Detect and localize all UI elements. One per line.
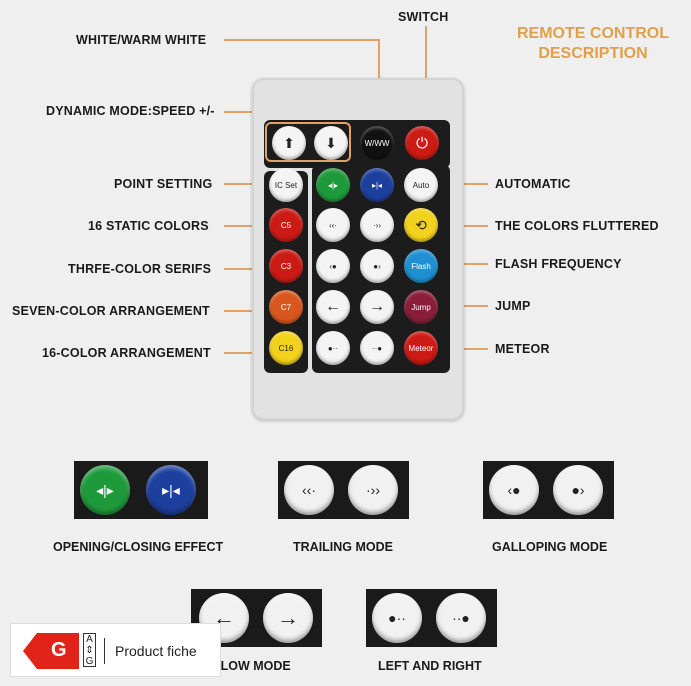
label-point-setting: POINT SETTING [114, 177, 213, 191]
energy-grade: G [51, 639, 67, 661]
left-right-left-button[interactable]: ●·· [316, 331, 350, 365]
left-right-panel: ●·· ··● [366, 589, 497, 647]
remote-control: ⬆ ⬇ W/WW ⏻ IC Set ◂|▸ ▸|◂ Auto C5 ‹‹· ·›… [252, 78, 464, 420]
white-warm-button[interactable]: W/WW [360, 126, 394, 160]
label-jump: JUMP [495, 299, 531, 313]
line-white-v [378, 39, 380, 115]
caption-opening-closing: OPENING/CLOSING EFFECT [53, 540, 224, 554]
opening-closing-panel: ◂|▸ ▸|◂ [74, 461, 208, 519]
left-right-left-large-button[interactable]: ●·· [372, 593, 422, 643]
energy-label-icon [23, 633, 79, 669]
meteor-button[interactable]: Meteor [404, 331, 438, 365]
label-seven-color: SEVEN-COLOR ARRANGEMENT [12, 304, 210, 318]
label-flash-frequency: FLASH FREQUENCY [495, 257, 622, 271]
left-right-right-large-button[interactable]: ··● [436, 593, 486, 643]
label-meteor: METEOR [495, 342, 550, 356]
flow-left-button[interactable]: ← [316, 290, 350, 324]
trailing-right-button[interactable]: ·›› [360, 208, 394, 242]
line-three [224, 268, 270, 270]
line-sixteen [224, 352, 270, 354]
c7-button[interactable]: C7 [269, 290, 303, 324]
line-auto [440, 183, 488, 185]
page-title: REMOTE CONTROL DESCRIPTION [508, 24, 678, 64]
line-meteor [440, 348, 488, 350]
caption-trailing: TRAILING MODE [293, 540, 393, 554]
label-static-colors: 16 STATIC COLORS [88, 219, 209, 233]
line-flash [440, 263, 488, 265]
trailing-left-button[interactable]: ‹‹· [316, 208, 350, 242]
flow-panel: ← → [191, 589, 322, 647]
caption-galloping: GALLOPING MODE [492, 540, 608, 554]
galloping-left-button[interactable]: ‹● [316, 249, 350, 283]
trailing-right-large-button[interactable]: ·›› [348, 465, 398, 515]
flow-right-large-button[interactable]: → [263, 593, 313, 643]
auto-button[interactable]: Auto [404, 168, 438, 202]
c16-button[interactable]: C16 [269, 331, 303, 365]
line-switch [425, 26, 427, 114]
label-switch: SWITCH [398, 10, 449, 24]
title-line-2: DESCRIPTION [538, 45, 648, 62]
product-fiche-label: Product fiche [115, 643, 197, 659]
label-automatic: AUTOMATIC [495, 177, 571, 191]
flow-right-button[interactable]: → [360, 290, 394, 324]
c3-button[interactable]: C3 [269, 249, 303, 283]
galloping-right-button[interactable]: ●› [360, 249, 394, 283]
jump-button[interactable]: Jump [404, 290, 438, 324]
flash-button[interactable]: Flash [404, 249, 438, 283]
galloping-right-large-button[interactable]: ●› [553, 465, 603, 515]
energy-scale-icon: A ⇕ G [83, 633, 96, 667]
left-right-right-button[interactable]: ··● [360, 331, 394, 365]
opening-button[interactable]: ◂|▸ [316, 168, 350, 202]
scale-top: A [86, 634, 93, 645]
label-dynamic-mode: DYNAMIC MODE:SPEED +/- [46, 104, 215, 118]
scale-arrows-icon: ⇕ [85, 645, 94, 656]
fluttered-button[interactable]: ⟲ [404, 208, 438, 242]
line-seven [224, 310, 270, 312]
trailing-left-large-button[interactable]: ‹‹· [284, 465, 334, 515]
product-fiche-badge[interactable]: G A ⇕ G Product fiche [10, 623, 221, 677]
power-button[interactable]: ⏻ [405, 126, 439, 160]
scale-bottom: G [85, 656, 94, 667]
caption-flow: FLOW MODE [213, 659, 291, 673]
speed-down-button[interactable]: ⬇ [314, 126, 348, 160]
opening-effect-button[interactable]: ◂|▸ [80, 465, 130, 515]
speed-up-button[interactable]: ⬆ [272, 126, 306, 160]
label-white-warm: WHITE/WARM WHITE [76, 33, 207, 47]
closing-button[interactable]: ▸|◂ [360, 168, 394, 202]
ic-set-button[interactable]: IC Set [269, 168, 303, 202]
line-jump [440, 305, 488, 307]
line-static [224, 225, 270, 227]
label-fluttered: THE COLORS FLUTTERED [495, 219, 659, 233]
line-point [224, 183, 270, 185]
closing-effect-button[interactable]: ▸|◂ [146, 465, 196, 515]
c5-button[interactable]: C5 [269, 208, 303, 242]
caption-left-right: LEFT AND RIGHT [378, 659, 482, 673]
label-three-color: THRFE-COLOR SERIFS [68, 262, 212, 276]
speed-highlight [265, 122, 351, 162]
galloping-left-large-button[interactable]: ‹● [489, 465, 539, 515]
title-line-1: REMOTE CONTROL [517, 25, 669, 42]
trailing-panel: ‹‹· ·›› [278, 461, 409, 519]
fiche-divider [104, 638, 105, 664]
line-white-h [224, 39, 380, 41]
line-flutter [440, 225, 488, 227]
galloping-panel: ‹● ●› [483, 461, 614, 519]
label-sixteen-color: 16-COLOR ARRANGEMENT [42, 346, 211, 360]
